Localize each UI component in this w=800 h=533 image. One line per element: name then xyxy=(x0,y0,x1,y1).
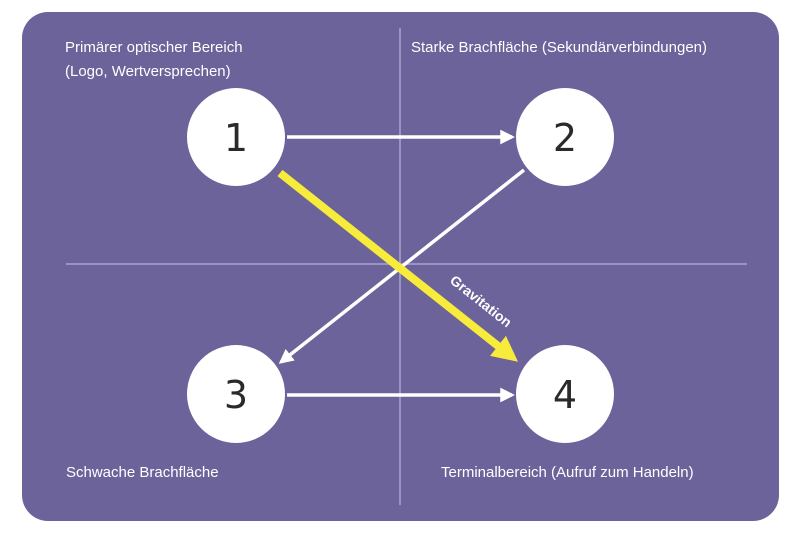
quadrant-label-primary-line1: Primärer optischer Bereich xyxy=(65,39,243,56)
quadrant-label-strong-fallow: Starke Brachfläche (Sekundärverbindungen… xyxy=(411,36,707,60)
node-2-label: 2 xyxy=(553,116,577,160)
node-1: 1 xyxy=(187,88,285,186)
gravity-arrow xyxy=(277,169,519,362)
quadrant-label-weak-fallow: Schwache Brachfläche xyxy=(66,461,219,485)
quadrant-label-strong-fallow-line1: Starke Brachfläche (Sekundärverbindungen… xyxy=(411,39,708,56)
node-3: 3 xyxy=(187,345,285,443)
quadrant-label-weak-fallow-line1: Schwache Brachfläche xyxy=(66,464,219,481)
node-4: 4 xyxy=(516,345,614,443)
quadrant-label-terminal-line1: Terminalbereich (Aufruf zum Handeln) xyxy=(441,464,694,481)
node-2: 2 xyxy=(516,88,614,186)
quadrant-label-terminal: Terminalbereich (Aufruf zum Handeln) xyxy=(441,461,694,485)
gravity-label: Gravitation xyxy=(447,272,515,330)
quadrant-label-primary-line2: (Logo, Wertversprechen) xyxy=(65,63,231,80)
node-3-label: 3 xyxy=(224,373,248,417)
quadrant-label-primary: Primärer optischer Bereich (Logo, Wertve… xyxy=(65,36,243,84)
node-1-label: 1 xyxy=(224,116,248,160)
node-4-label: 4 xyxy=(553,373,577,417)
